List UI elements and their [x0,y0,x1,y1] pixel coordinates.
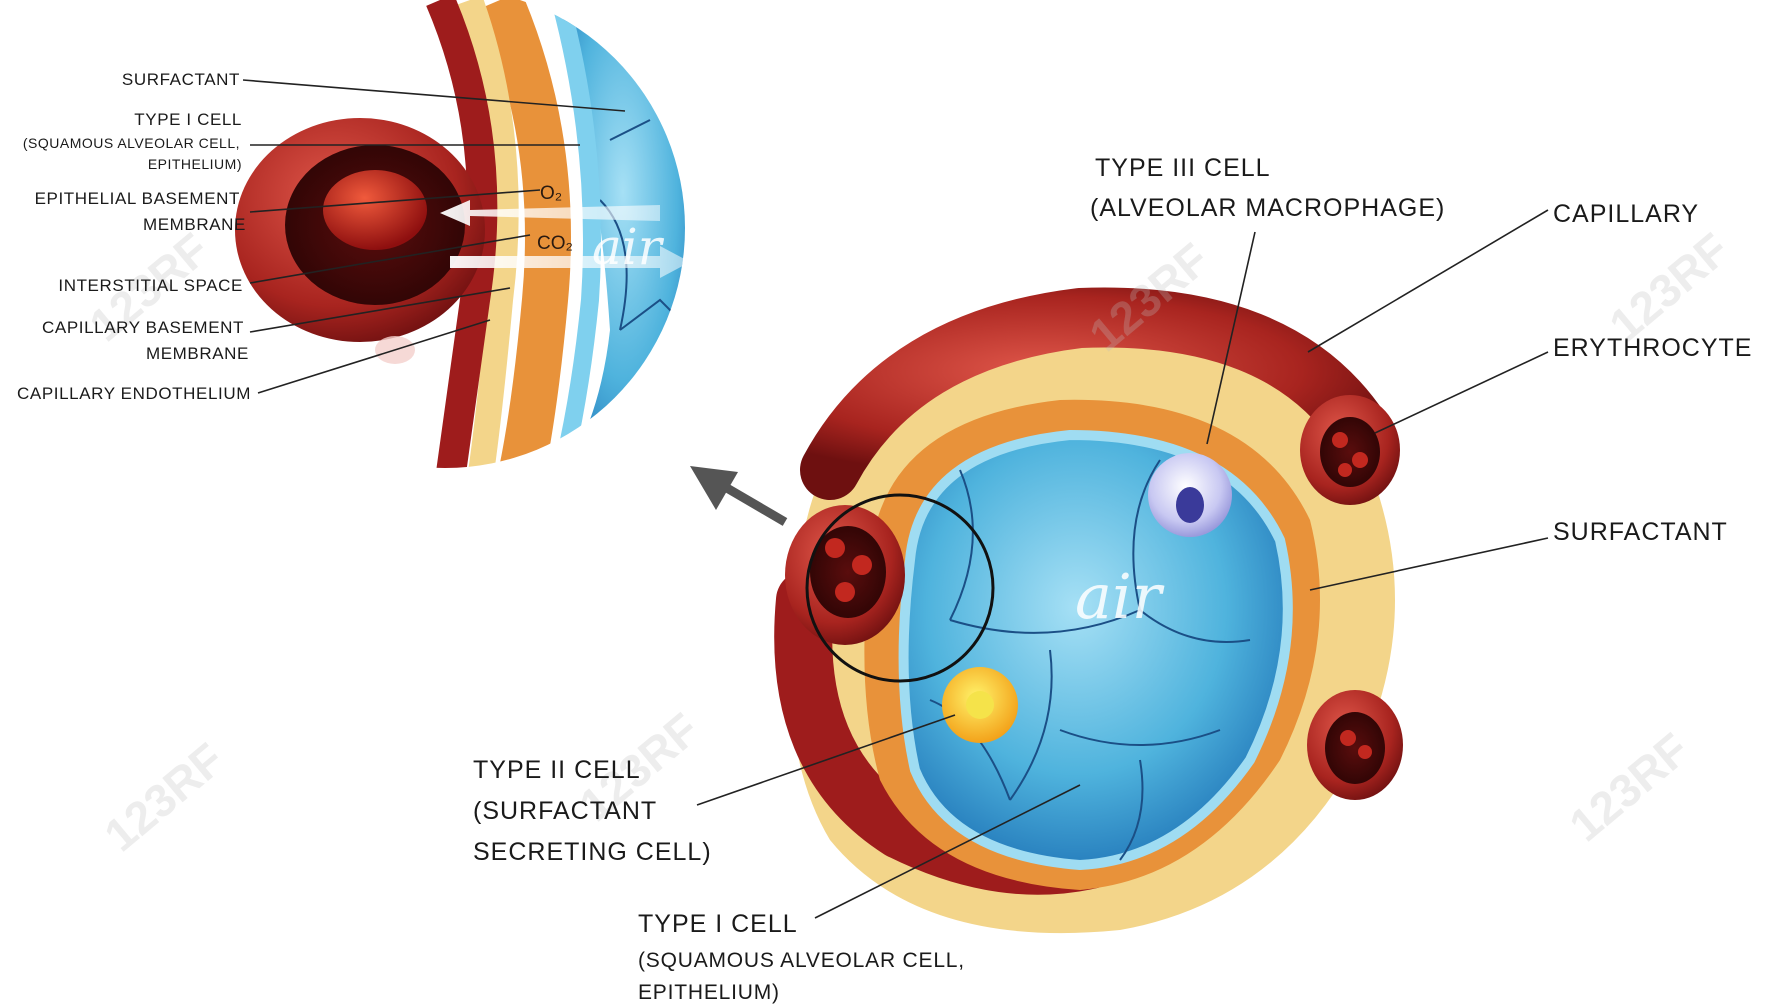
type1-sublabel-2: EPITHELIUM) [638,982,780,1003]
type2-sublabel-2: SECRETING CELL) [473,840,712,865]
inset-cap-endothelium-label: CAPILLARY ENDOTHELIUM [17,385,251,402]
co2-label: CO₂ [537,233,573,255]
inset-erythrocyte [323,170,427,250]
inset-type1-sub2: EPITHELIUM) [148,157,242,171]
erythrocyte-label: ERYTHROCYTE [1553,336,1752,361]
inset-interstitial-label: INTERSTITIAL SPACE [58,277,243,294]
inset-air-label: air [592,218,662,276]
type2-sublabel-1: (SURFACTANT [473,799,657,824]
inset-cap-membrane-label: CAPILLARY BASEMENT [42,319,244,336]
inset-epi-membrane-label: EPITHELIAL BASEMENT [35,190,240,207]
o2-label: O₂ [540,183,562,205]
type1-sublabel-1: (SQUAMOUS ALVEOLAR CELL, [638,950,965,971]
inset-surfactant-label: SURFACTANT [122,71,240,88]
type1-label: TYPE I CELL [638,912,798,937]
inset-type1-label: TYPE I CELL [134,111,242,128]
type3-label: TYPE III CELL [1095,156,1271,181]
inset-type1-sub1: (SQUAMOUS ALVEOLAR CELL, [23,136,240,150]
zoom-pointer-arrow [690,466,785,522]
inset-cap-membrane-label-2: MEMBRANE [146,345,249,362]
capillary-label: CAPILLARY [1553,202,1699,227]
surfactant-label: SURFACTANT [1553,520,1728,545]
type2-label: TYPE II CELL [473,758,641,783]
main-air-label: air [1075,560,1161,633]
type3-sublabel: (ALVEOLAR MACROPHAGE) [1090,196,1445,221]
inset-epi-membrane-label-2: MEMBRANE [143,216,246,233]
inset-type2-cell [613,433,677,497]
